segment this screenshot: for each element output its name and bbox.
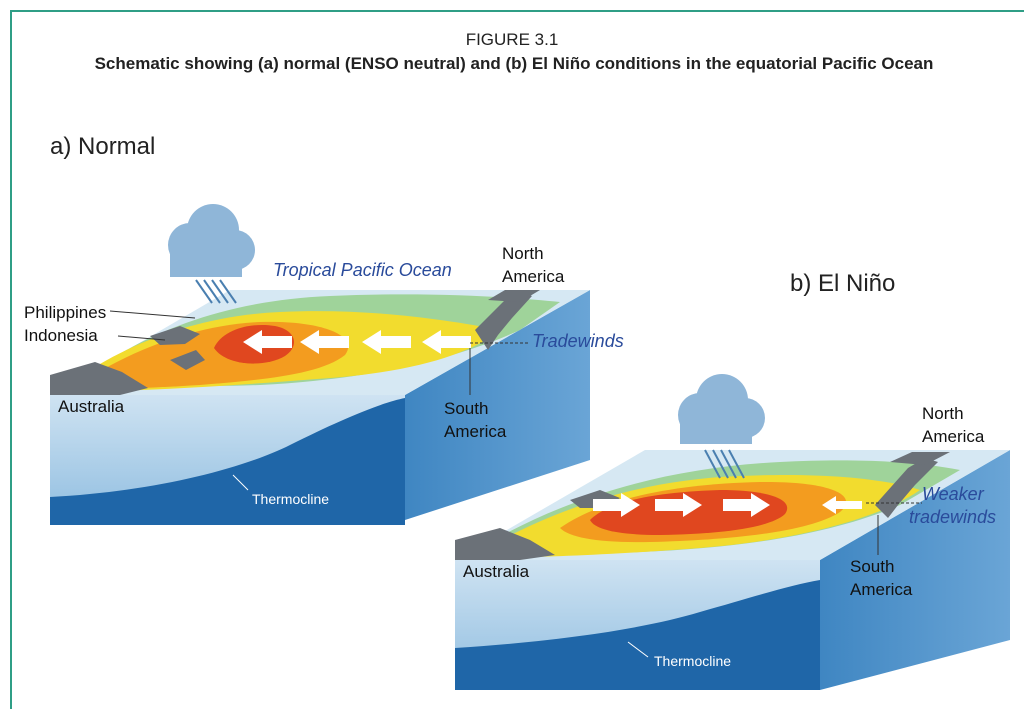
panel-b-wind-arrow-3 [723, 493, 770, 517]
panel-a-cloud-icon [168, 204, 255, 277]
panel-a-south-america-label-1: South [444, 399, 488, 418]
panel-a-wind-arrow-2 [300, 330, 349, 354]
panel-b-side-face [820, 450, 1010, 690]
panel-b-cloud-icon [678, 374, 765, 444]
panel-b-tradewinds-label: tradewinds [909, 507, 996, 527]
panel-b-wind-arrow-2 [655, 493, 702, 517]
panel-a-australia-label: Australia [58, 397, 125, 416]
panel-a-philippines-leader [109, 310, 196, 319]
panel-b-label: b) El Niño [790, 270, 896, 297]
panel-b-thermocline-leader [627, 641, 649, 658]
panel-b-weaker-label: Weaker [922, 484, 985, 504]
panel-a-south-america-label-2: America [444, 422, 507, 441]
panel-a-tradewinds-label: Tradewinds [532, 331, 624, 351]
panel-a-wind-arrow-4 [422, 330, 471, 354]
panel-a-indonesia-land [150, 326, 205, 370]
panel-b-thermocline-label: Thermocline [654, 653, 731, 669]
panel-a-rain-icon [195, 279, 237, 304]
panel-a-north-america-label-2: America [502, 267, 565, 286]
panel-a-wind-arrow-3 [362, 330, 411, 354]
panel-a-thermocline-label: Thermocline [252, 491, 329, 507]
panel-b-australia-label: Australia [463, 562, 530, 581]
panel-a-block: Tropical Pacific Ocean North America Phi… [24, 204, 624, 525]
panel-b-north-america-land [890, 452, 950, 465]
figure-frame [10, 10, 1024, 709]
panel-b-rain-icon [704, 449, 745, 479]
panel-b-wind-arrow-1 [593, 493, 640, 517]
panel-a-label: a) Normal [50, 133, 156, 160]
panel-a-indonesia-label: Indonesia [24, 326, 98, 345]
panel-b-deep-water [455, 580, 820, 690]
figure-number: FIGURE 3.1 [465, 30, 559, 49]
panel-a-north-america-label-1: North [502, 244, 544, 263]
panel-a-philippines-label: Philippines [24, 303, 106, 322]
panel-a-wind-arrow-1 [243, 330, 292, 354]
panel-a-ocean-label: Tropical Pacific Ocean [273, 260, 452, 280]
panel-b-wind-arrow-4 [822, 496, 862, 514]
panel-b-australia-land [455, 528, 555, 560]
panel-a-americas-land [475, 292, 532, 350]
panel-a-australia-land [50, 362, 148, 395]
panel-a-thermocline-leader [232, 474, 249, 491]
panel-b-south-america-label-1: South [850, 557, 894, 576]
panel-a-north-america-land [488, 290, 540, 302]
panel-b-americas-land [875, 458, 938, 518]
panel-b-north-america-label-2: America [922, 427, 985, 446]
figure-title: Schematic showing (a) normal (ENSO neutr… [94, 54, 934, 73]
panel-b-block: North America Weaker tradewinds Australi… [455, 374, 1010, 690]
panel-a-side-face [405, 290, 590, 520]
panel-a-deep-water [50, 398, 405, 525]
panel-b-south-america-label-2: America [850, 580, 913, 599]
panel-b-north-america-label-1: North [922, 404, 964, 423]
panel-a-indonesia-leader [117, 335, 166, 341]
